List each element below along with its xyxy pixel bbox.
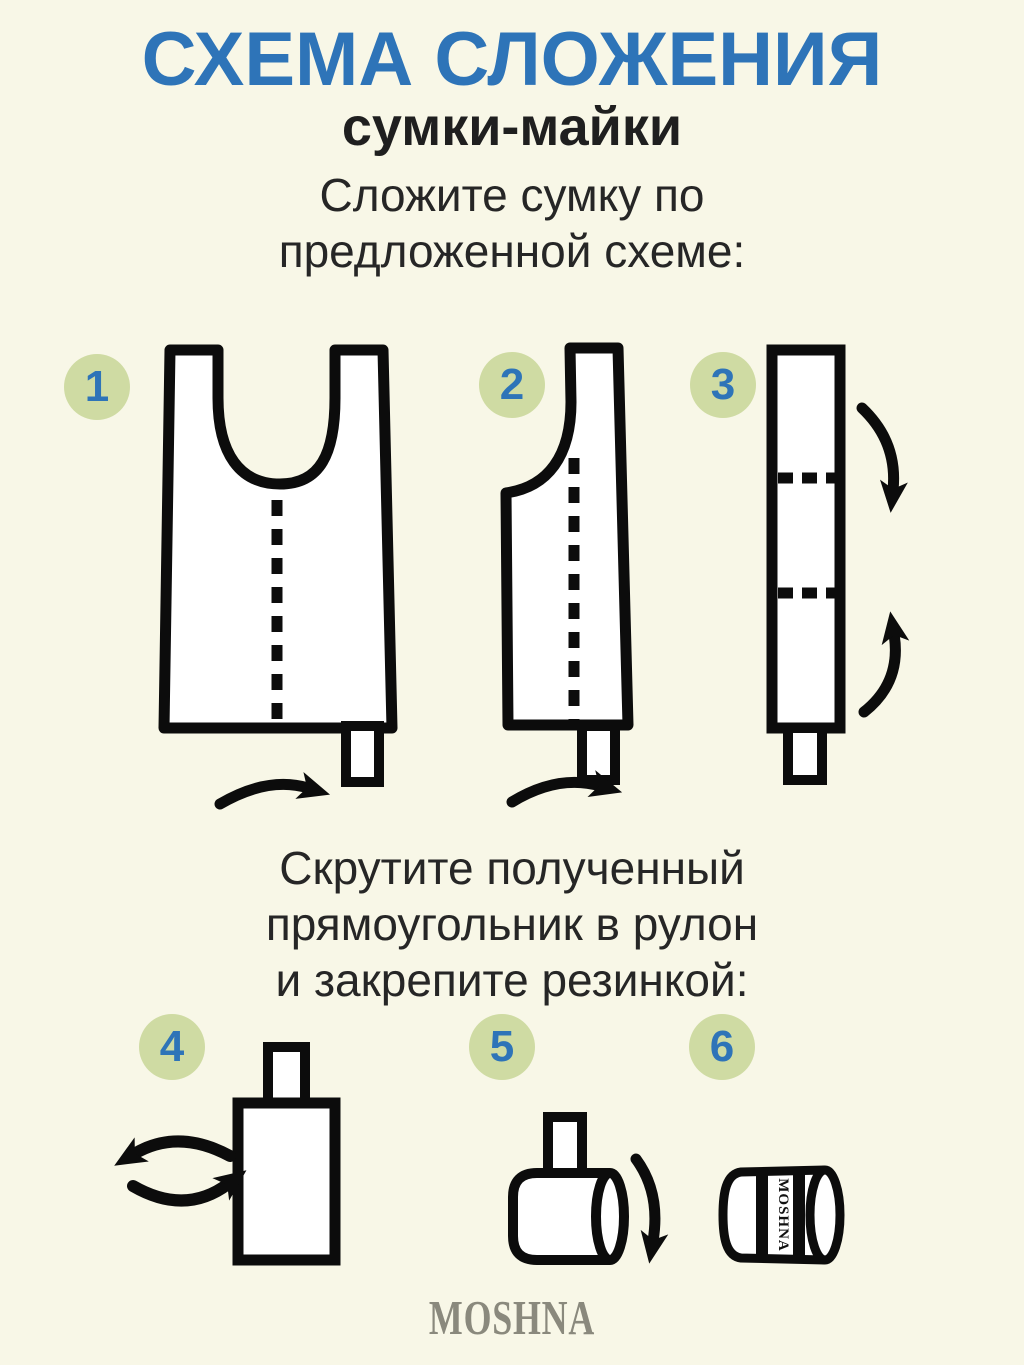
step-3-badge: 3: [690, 352, 756, 418]
fold-down-arrow-icon: [856, 402, 908, 513]
rolling-arrow-icon: [630, 1153, 669, 1264]
brand-logo: MOSHNA: [428, 1290, 596, 1345]
step-6-badge: 6: [689, 1014, 755, 1080]
page-subtitle: сумки-майки: [341, 97, 683, 157]
bag-front-icon: [158, 344, 398, 810]
roll-sideways-icon: [508, 1112, 669, 1265]
step-4-number: 4: [159, 1022, 185, 1071]
strip-outline: [766, 344, 846, 734]
cylinder-end: [591, 1168, 629, 1265]
step-4-badge: 4: [139, 1014, 205, 1080]
roll-instruction-line-3: и закрепите резинкой:: [275, 954, 749, 1006]
bag-handle-tab: [263, 1042, 310, 1108]
fold-arrow-icon: [506, 770, 623, 808]
step-1-badge: 1: [64, 354, 130, 420]
bag-strip-folded-icon: [766, 344, 910, 785]
bag-half-folded-icon: [500, 342, 634, 808]
step-2-number: 2: [499, 360, 525, 409]
intro-line-2: предложенной схеме:: [278, 225, 746, 277]
step-5-number: 5: [489, 1022, 515, 1071]
page-title: СХЕМА СЛОЖЕНИЯ: [141, 17, 883, 102]
roll-brand-label: MOSHNA: [775, 1178, 791, 1252]
step-5-badge: 5: [469, 1014, 535, 1080]
bag-handle-tab: [577, 721, 620, 785]
bag-handle-tab: [783, 723, 827, 785]
bag-handle-tab: [341, 721, 384, 787]
roll-upright-icon: [114, 1042, 341, 1266]
intro-text: Сложите сумку по предложенной схеме:: [0, 167, 1024, 279]
roll-banded-icon: MOSHNA: [718, 1165, 845, 1265]
step-1-number: 1: [84, 362, 110, 411]
fold-up-arrow-icon: [858, 611, 910, 718]
roll-instruction-text: Скрутите полученный прямоугольник в руло…: [0, 840, 1024, 1008]
rolled-bag-end: [805, 1165, 845, 1265]
roll-instruction-line-1: Скрутите полученный: [279, 842, 745, 894]
fold-arrow-icon: [214, 772, 331, 810]
folded-block-outline: [232, 1097, 341, 1266]
step-2-badge: 2: [479, 352, 545, 418]
step-6-number: 6: [709, 1022, 735, 1071]
half-bag-outline: [500, 342, 634, 731]
intro-line-1: Сложите сумку по: [319, 169, 705, 221]
step-3-number: 3: [710, 360, 736, 409]
rotate-left-arrow-icon: [114, 1135, 236, 1166]
rotate-right-arrow-icon: [127, 1170, 247, 1207]
bag-handle-tab: [543, 1112, 587, 1180]
roll-instruction-line-2: прямоугольник в рулон: [265, 898, 759, 950]
cylinder-body: [508, 1168, 610, 1265]
